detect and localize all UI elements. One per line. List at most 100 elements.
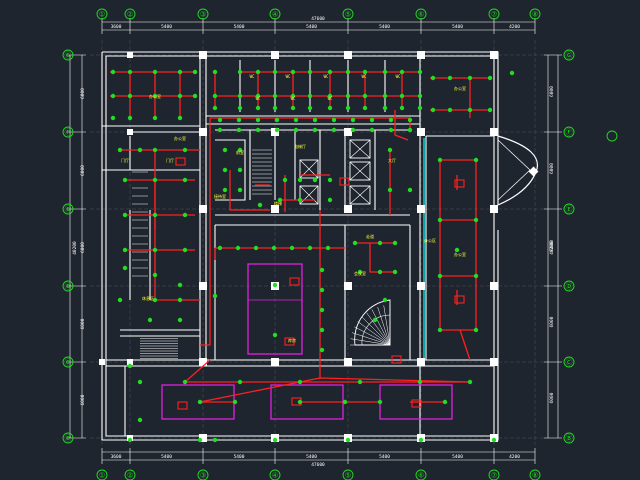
axis-bubble-top (124, 8, 136, 20)
room-label: 大厅 (388, 157, 396, 163)
structural-column (417, 282, 425, 290)
light-fixture (467, 379, 473, 385)
dimension-segment-left: 6000 (80, 165, 86, 176)
wall (249, 130, 296, 200)
dimension-segment-top: 5400 (379, 24, 390, 30)
light-fixture (382, 69, 388, 75)
dimension-segment-top: 5400 (161, 24, 172, 30)
structural-column (490, 282, 498, 290)
structural-column (417, 205, 425, 213)
light-fixture (217, 127, 223, 133)
structural-column (490, 128, 498, 136)
structural-column (344, 205, 352, 213)
entrance-column (528, 166, 539, 177)
light-fixture (509, 70, 515, 76)
light-fixture (327, 177, 333, 183)
light-fixture (388, 117, 394, 123)
light-fixture (491, 437, 497, 443)
light-fixture (177, 93, 183, 99)
light-fixture (319, 267, 325, 273)
axis-bubble-right (563, 280, 575, 292)
light-fixture (272, 105, 278, 111)
light-fixture (437, 327, 443, 333)
distribution-panel (177, 401, 188, 410)
north-marker (606, 130, 618, 142)
axis-bubble-right (563, 432, 575, 444)
axis-bubble-top (415, 8, 427, 20)
structural-column (490, 205, 498, 213)
axis-bubble-bottom (96, 469, 108, 480)
dimension-segment-left: 6000 (80, 88, 86, 99)
axis-bubble-bottom-label: ③ (200, 472, 206, 480)
light-fixture (327, 69, 333, 75)
light-fixture (319, 347, 325, 353)
light-fixture (127, 437, 133, 443)
light-fixture (331, 127, 337, 133)
room-label: 门厅 (121, 157, 129, 163)
distribution-panel (339, 177, 350, 186)
room-label: 办公区 (424, 237, 436, 243)
axis-bubble-top-label: ② (127, 11, 133, 19)
room-label: WC (256, 96, 261, 101)
axis-bubble-top (488, 8, 500, 20)
axis-bubble-left-label: Ⓖ (65, 52, 72, 60)
light-fixture (430, 75, 436, 81)
light-fixture (147, 317, 153, 323)
dimension-segment-bottom: 3600 (111, 454, 122, 460)
light-fixture (369, 127, 375, 133)
axis-bubble-left (62, 432, 74, 444)
light-fixture (312, 127, 318, 133)
spiral-stair-tread (366, 312, 391, 346)
distribution-panel (391, 355, 402, 364)
light-fixture (417, 93, 423, 99)
structural-column (199, 205, 207, 213)
light-fixture (282, 177, 288, 183)
wall (319, 130, 376, 210)
room-label: WC (291, 96, 296, 101)
room-label: 走道 (366, 233, 374, 239)
light-fixture (122, 265, 128, 271)
light-fixture (217, 245, 223, 251)
light-fixture (319, 287, 325, 293)
elevator-shaft (349, 161, 371, 181)
light-fixture (152, 147, 158, 153)
light-fixture (430, 107, 436, 113)
circuit-wire (389, 110, 409, 215)
light-fixture (236, 117, 242, 123)
circuit-wire (214, 247, 345, 260)
light-fixture (255, 105, 261, 111)
axis-bubble-bottom (269, 469, 281, 480)
light-fixture (182, 212, 188, 218)
axis-bubble-top-label: ⑦ (491, 11, 497, 19)
dimension-segment-right: 6000 (549, 86, 555, 97)
light-fixture (473, 327, 479, 333)
light-fixture (177, 282, 183, 288)
spiral-stair-tread (354, 326, 391, 346)
circuit-wire (185, 381, 470, 403)
axis-bubble-right-label: Ⓖ (566, 52, 573, 60)
light-fixture (345, 93, 351, 99)
dimension-segment-left: 6000 (80, 394, 86, 405)
structural-column (490, 51, 498, 59)
light-fixture (388, 127, 394, 133)
axis-bubble-left-label: Ⓓ (65, 283, 72, 291)
axis-bubble-top (529, 8, 541, 20)
dimension-total-bottom: 47600 (311, 462, 325, 468)
light-fixture (127, 115, 133, 121)
structural-column (199, 51, 207, 59)
light-fixture (362, 69, 368, 75)
dimension-total-top: 47600 (311, 16, 325, 22)
light-fixture (255, 93, 261, 99)
light-fixture (127, 69, 133, 75)
axis-bubble-right-label: Ⓑ (566, 435, 573, 443)
axis-bubble-left-label: Ⓒ (65, 359, 72, 367)
axis-bubble-top (342, 8, 354, 20)
dimension-segment-bottom: 5400 (161, 454, 172, 460)
light-fixture (293, 117, 299, 123)
axis-bubble-bottom (197, 469, 209, 480)
light-fixture (232, 399, 238, 405)
axis-bubble-bottom-label: ⑥ (418, 472, 424, 480)
light-fixture (331, 117, 337, 123)
structural-column (490, 358, 498, 366)
light-fixture (235, 245, 241, 251)
